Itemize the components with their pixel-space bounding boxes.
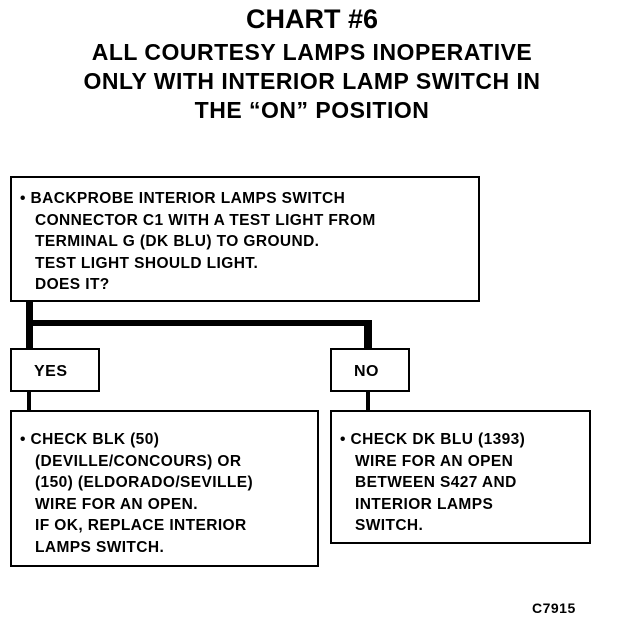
connector-yes-to-action: [27, 390, 31, 412]
no-action-line: SWITCH.: [355, 517, 424, 534]
yes-action-line: IF OK, REPLACE INTERIOR: [35, 517, 247, 534]
no-action-line: • CHECK DK BLU (1393): [340, 431, 526, 448]
test-step-line: CONNECTOR C1 WITH A TEST LIGHT FROM: [35, 211, 376, 229]
test-step-line: DOES IT?: [35, 276, 110, 293]
test-step-box: • BACKPROBE INTERIOR LAMPS SWITCH CONNEC…: [10, 176, 480, 302]
no-action-line: BETWEEN S427 AND: [355, 474, 517, 491]
yes-action-line: (DEVILLE/CONCOURS) OR: [35, 452, 242, 470]
no-action-line: WIRE FOR AN OPEN: [355, 452, 514, 470]
chart-title-line-2: ONLY WITH INTERIOR LAMP SWITCH IN: [83, 68, 541, 94]
yes-action-line: WIRE FOR AN OPEN.: [35, 495, 198, 513]
yes-label: YES: [34, 363, 68, 380]
chart-title-line-1: ALL COURTESY LAMPS INOPERATIVE: [91, 39, 533, 65]
connector-horizontal-bar: [26, 320, 372, 326]
no-action-box: • CHECK DK BLU (1393) WIRE FOR AN OPEN B…: [330, 410, 591, 544]
connector-no-to-action: [366, 390, 370, 412]
test-step-line: TERMINAL G (DK BLU) TO GROUND.: [35, 233, 320, 250]
yes-action-box: • CHECK BLK (50) (DEVILLE/CONCOURS) OR (…: [10, 410, 319, 567]
yes-action-line: LAMPS SWITCH.: [35, 538, 165, 556]
no-label: NO: [354, 363, 379, 380]
chart-title-line-3: THE “ON” POSITION: [194, 97, 430, 123]
no-branch-box: NO: [330, 348, 410, 392]
test-step-line: • BACKPROBE INTERIOR LAMPS SWITCH: [20, 190, 346, 207]
chart-number-title: CHART #6: [245, 4, 379, 34]
yes-action-line: • CHECK BLK (50): [20, 431, 160, 448]
yes-branch-box: YES: [10, 348, 100, 392]
test-step-line: TEST LIGHT SHOULD LIGHT.: [35, 254, 259, 272]
no-action-line: INTERIOR LAMPS: [355, 495, 494, 513]
yes-action-line: (150) (ELDORADO/SEVILLE): [35, 474, 254, 491]
connector-no-vertical: [364, 320, 372, 350]
figure-code: C7915: [532, 600, 576, 616]
